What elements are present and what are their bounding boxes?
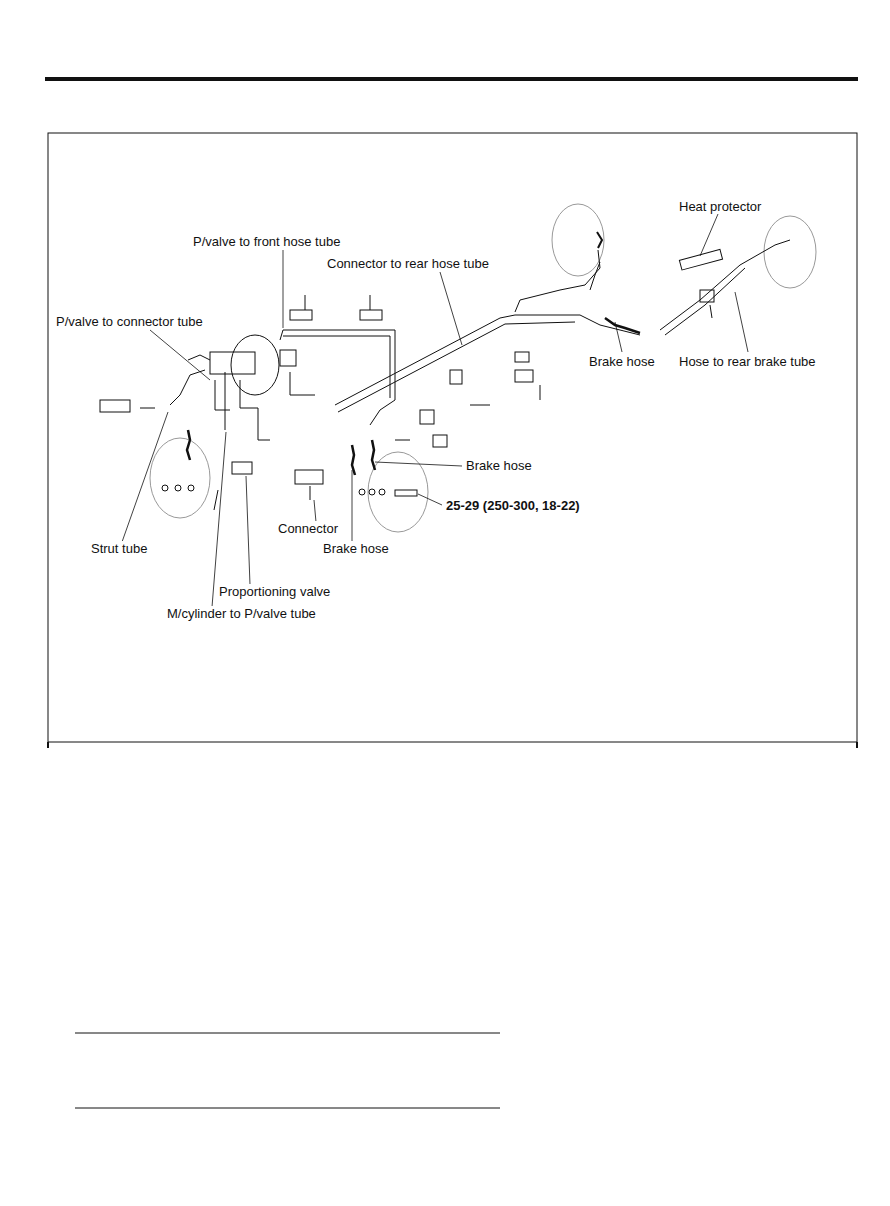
part-label: Proportioning valve — [218, 584, 331, 599]
part-label: Brake hose — [465, 458, 533, 473]
part-label: P/valve to front hose tube — [192, 234, 341, 249]
part-label: Brake hose — [588, 354, 656, 369]
part-label: Strut tube — [90, 541, 148, 556]
part-label: Connector — [277, 521, 339, 536]
part-label: Hose to rear brake tube — [678, 354, 817, 369]
part-label: Connector to rear hose tube — [326, 256, 490, 271]
part-label: M/cylinder to P/valve tube — [166, 606, 317, 621]
torque-spec: 25-29 (250-300, 18-22) — [445, 498, 581, 513]
part-label: Heat protector — [678, 199, 762, 214]
part-label: P/valve to connector tube — [55, 314, 204, 329]
part-label: Brake hose — [322, 541, 390, 556]
